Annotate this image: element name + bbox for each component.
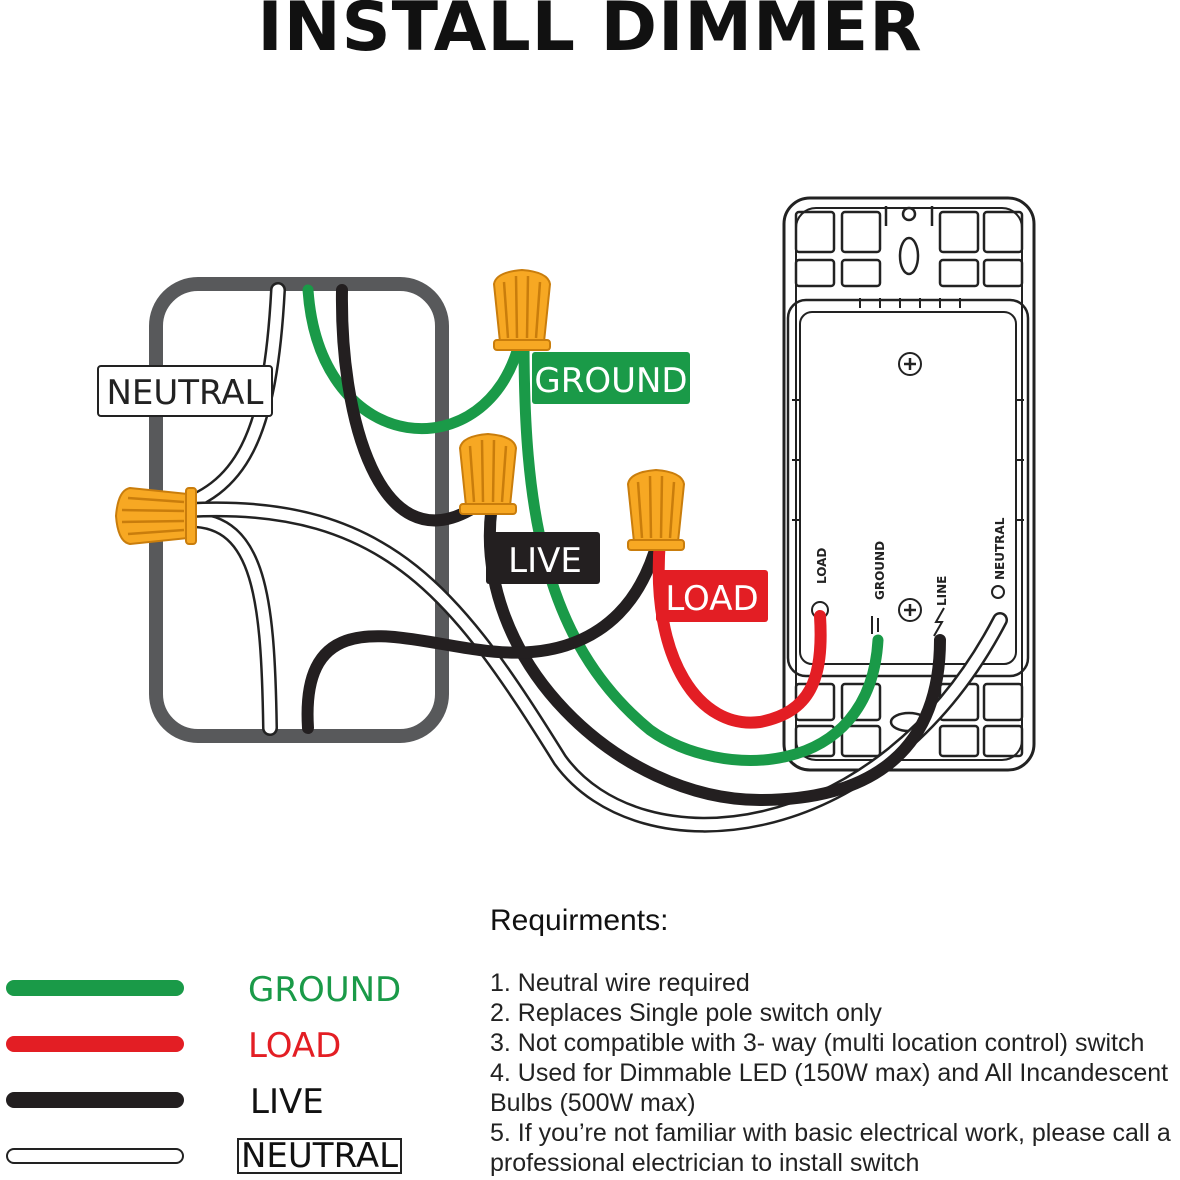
terminal-line: LINE bbox=[933, 576, 949, 637]
terminal-load: LOAD bbox=[811, 548, 829, 619]
requirements-heading: Requirments: bbox=[490, 904, 669, 937]
page-title: INSTALL DIMMER bbox=[257, 0, 923, 67]
svg-text:LINE: LINE bbox=[935, 576, 949, 606]
svg-text:LOAD: LOAD bbox=[665, 579, 758, 619]
live-wires bbox=[301, 284, 946, 807]
legend-live-line bbox=[6, 1092, 184, 1108]
live-tag: LIVE bbox=[486, 532, 600, 584]
wire-nut-ground bbox=[492, 268, 552, 352]
load-tag: LOAD bbox=[656, 570, 768, 622]
legend-load-line bbox=[6, 1036, 184, 1052]
lightning-icon bbox=[933, 607, 945, 637]
legend-neutral-line bbox=[6, 1148, 184, 1164]
ground-tag: GROUND bbox=[532, 352, 690, 404]
legend-ground-line bbox=[6, 980, 184, 996]
legend-ground-label: GROUND bbox=[248, 970, 402, 1010]
legend-neutral-label: NEUTRAL bbox=[237, 1138, 403, 1174]
wiring-diagram: LOAD GROUND LINE NEUTRAL bbox=[97, 196, 1036, 833]
ground-wires bbox=[302, 284, 884, 766]
dimmer-switch bbox=[782, 196, 1036, 772]
svg-text:LIVE: LIVE bbox=[508, 541, 582, 581]
requirements-list: 1. Neutral wire required 2. Replaces Sin… bbox=[490, 968, 1180, 1178]
requirement-item: 1. Neutral wire required bbox=[490, 969, 750, 997]
wire-nut-neutral bbox=[114, 486, 198, 546]
legend-load-label: LOAD bbox=[248, 1026, 342, 1066]
requirement-item: 5. If you’re not familiar with basic ele… bbox=[490, 1119, 1171, 1177]
svg-text:GROUND: GROUND bbox=[873, 541, 887, 600]
legend-live-label: LIVE bbox=[250, 1082, 324, 1122]
requirement-item: 4. Used for Dimmable LED (150W max) and … bbox=[490, 1059, 1169, 1117]
neutral-tag: NEUTRAL bbox=[97, 365, 273, 417]
requirement-item: 3. Not compatible with 3- way (multi loc… bbox=[490, 1029, 1145, 1057]
wire-nut-live bbox=[458, 432, 518, 516]
svg-text:NEUTRAL: NEUTRAL bbox=[993, 517, 1007, 580]
svg-text:NEUTRAL: NEUTRAL bbox=[106, 373, 263, 413]
requirement-item: 2. Replaces Single pole switch only bbox=[490, 999, 882, 1027]
wire-nut-load bbox=[626, 468, 686, 552]
load-wire bbox=[652, 534, 827, 729]
terminal-ground: GROUND bbox=[871, 541, 887, 634]
terminal-neutral: NEUTRAL bbox=[991, 517, 1007, 599]
svg-text:LOAD: LOAD bbox=[815, 548, 829, 584]
svg-text:GROUND: GROUND bbox=[534, 361, 687, 401]
